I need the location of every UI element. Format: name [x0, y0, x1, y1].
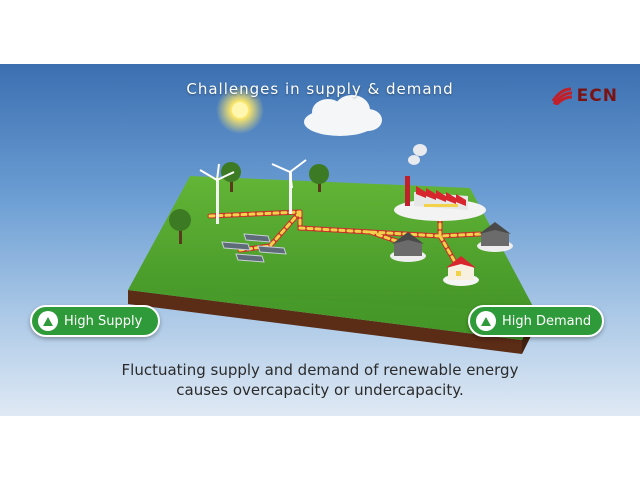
- caption: Fluctuating supply and demand of renewab…: [0, 360, 640, 400]
- tree-icon: [169, 209, 191, 244]
- ecn-logo-text: ECN: [576, 86, 618, 106]
- high-supply-label: High Supply: [30, 305, 160, 337]
- house-lit-icon: [443, 256, 479, 286]
- sun-icon: [216, 86, 264, 134]
- ecn-logo-mark-icon: [551, 87, 572, 105]
- energy-landscape-scene: [128, 86, 536, 354]
- video-frame: Challenges in supply & demand ECN High S…: [0, 64, 640, 416]
- ecn-logo: ECN: [551, 86, 618, 106]
- factory-icon: [394, 144, 486, 221]
- slide-title: Challenges in supply & demand: [186, 80, 454, 98]
- triangle-up-icon: [38, 311, 58, 331]
- high-demand-label: High Demand: [468, 305, 604, 337]
- cloud-icon: [304, 95, 382, 136]
- tree-icon: [221, 162, 241, 192]
- house-icon: [390, 232, 426, 262]
- caption-line-1: Fluctuating supply and demand of renewab…: [121, 361, 519, 379]
- tree-icon: [309, 164, 329, 192]
- house-icon: [477, 222, 513, 252]
- high-demand-text: High Demand: [502, 313, 592, 329]
- solar-panels-icon: [221, 233, 287, 263]
- high-supply-text: High Supply: [64, 313, 143, 329]
- wind-turbine-icon: [199, 163, 235, 224]
- wind-turbine-icon: [271, 159, 307, 214]
- triangle-up-icon: [476, 311, 496, 331]
- caption-line-2: causes overcapacity or undercapacity.: [176, 381, 464, 399]
